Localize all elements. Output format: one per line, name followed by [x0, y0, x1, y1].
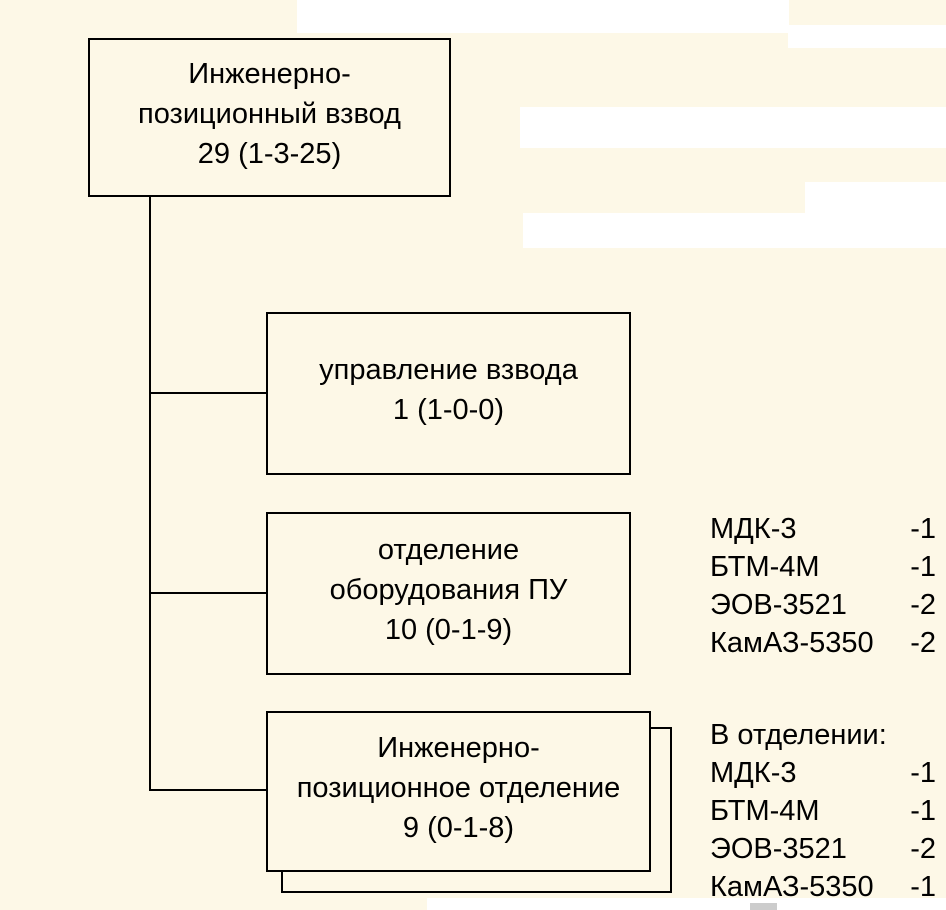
squad-equipment-list: В отделении: МДК-3 -1 БТМ-4М -1 ЭОВ-3521…	[710, 716, 936, 906]
equipment-name: МДК-3	[710, 513, 797, 545]
node-strength: 9 (0-1-8)	[402, 811, 515, 844]
platoon-equipment-list: МДК-3 -1 БТМ-4М -1 ЭОВ-3521 -2 КамАЗ-535…	[710, 510, 936, 662]
node-strength: 10 (0-1-9)	[384, 613, 513, 646]
connector-branch-management	[149, 392, 267, 394]
equipment-count: -1	[910, 513, 936, 545]
connector-branch-eng-squad	[149, 789, 268, 791]
equipment-count: -2	[910, 627, 936, 659]
equipment-count: -1	[910, 871, 936, 903]
background-patch	[427, 898, 946, 910]
squad-equipment-title: В отделении:	[710, 719, 887, 751]
background-patch	[520, 107, 946, 148]
equipment-name: ЭОВ-3521	[710, 589, 847, 621]
node-eng-positional-squad: Инженерно- позиционное отделение 9 (0-1-…	[266, 711, 651, 872]
node-pu-equipment-squad: отделение оборудования ПУ 10 (0-1-9)	[266, 512, 631, 675]
equipment-name: БТМ-4М	[710, 795, 820, 827]
node-title-line: позиционный взвод	[138, 97, 401, 130]
node-strength: 29 (1-3-25)	[197, 137, 342, 170]
equipment-row: БТМ-4М -1	[710, 792, 936, 830]
node-title-line: Инженерно-	[377, 731, 540, 764]
background-patch	[788, 25, 946, 48]
node-strength: 1 (1-0-0)	[392, 393, 505, 426]
node-platoon-management: управление взвода 1 (1-0-0)	[266, 312, 631, 475]
equipment-row: КамАЗ-5350 -2	[710, 624, 936, 662]
node-title-line: оборудования ПУ	[329, 573, 568, 606]
equipment-row: МДК-3 -1	[710, 510, 936, 548]
equipment-name: ЭОВ-3521	[710, 833, 847, 865]
equipment-row: ЭОВ-3521 -2	[710, 586, 936, 624]
equipment-row: БТМ-4М -1	[710, 548, 936, 586]
connector-trunk	[149, 196, 151, 791]
equipment-row: МДК-3 -1	[710, 754, 936, 792]
node-platoon: Инженерно- позиционный взвод 29 (1-3-25)	[88, 38, 451, 197]
equipment-count: -1	[910, 551, 936, 583]
equipment-name: КамАЗ-5350	[710, 627, 874, 659]
equipment-count: -2	[910, 589, 936, 621]
equipment-row: ЭОВ-3521 -2	[710, 830, 936, 868]
connector-branch-pu-squad	[149, 592, 267, 594]
node-title-line: позиционное отделение	[296, 771, 621, 804]
equipment-count: -1	[910, 795, 936, 827]
equipment-name: МДК-3	[710, 757, 797, 789]
node-title-line: отделение	[377, 533, 520, 566]
background-patch	[805, 182, 946, 213]
equipment-count: -1	[910, 757, 936, 789]
background-patch	[523, 213, 946, 248]
equipment-name: КамАЗ-5350	[710, 871, 874, 903]
equipment-count: -2	[910, 833, 936, 865]
node-title-line: управление взвода	[319, 353, 578, 386]
background-patch	[750, 903, 777, 910]
background-patch	[297, 0, 789, 33]
node-title-line: Инженерно-	[188, 57, 351, 90]
equipment-row: КамАЗ-5350 -1	[710, 868, 936, 906]
equipment-name: БТМ-4М	[710, 551, 820, 583]
